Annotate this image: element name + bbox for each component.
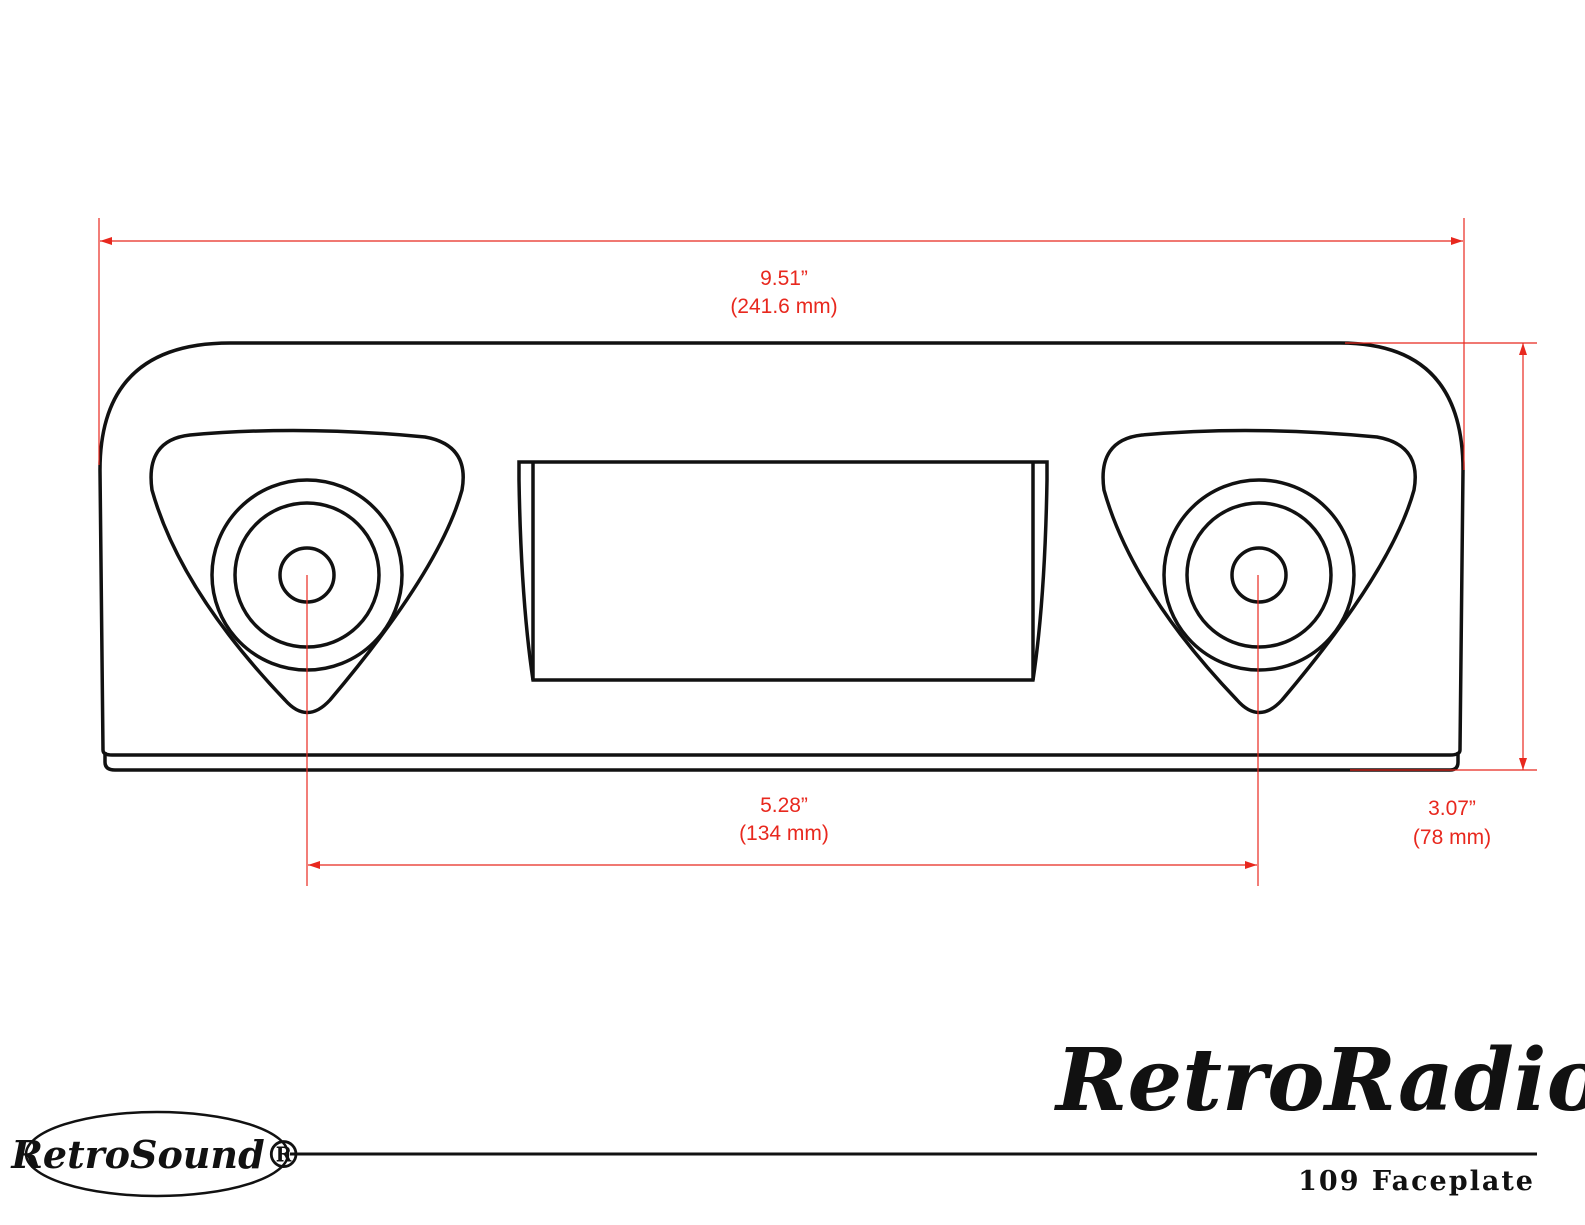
svg-text:RetroSound®: RetroSound® — [10, 1132, 302, 1177]
right-knob-pod — [1101, 428, 1417, 715]
spacing-inch-label: 5.28” — [760, 794, 808, 817]
spacing-mm-label: (134 mm) — [739, 822, 829, 845]
retrosound-logo: RetroSound® — [10, 1110, 303, 1198]
width-inch-label: 9.51” — [760, 267, 808, 290]
height-inch-label: 3.07” — [1428, 797, 1476, 820]
product-title: 109 Faceplate — [1298, 1166, 1535, 1197]
right-knob-inner — [1185, 501, 1333, 649]
height-mm-label: (78 mm) — [1413, 826, 1491, 849]
right-knob-shaft — [1230, 546, 1288, 604]
display-window — [517, 460, 1049, 682]
width-mm-label: (241.6 mm) — [730, 295, 837, 318]
dimension-lines — [98, 218, 1537, 886]
right-knob-outer — [1162, 478, 1356, 672]
retroradio-logo: RetroRadio — [1053, 1030, 1585, 1131]
faceplate-outline — [98, 341, 1465, 772]
